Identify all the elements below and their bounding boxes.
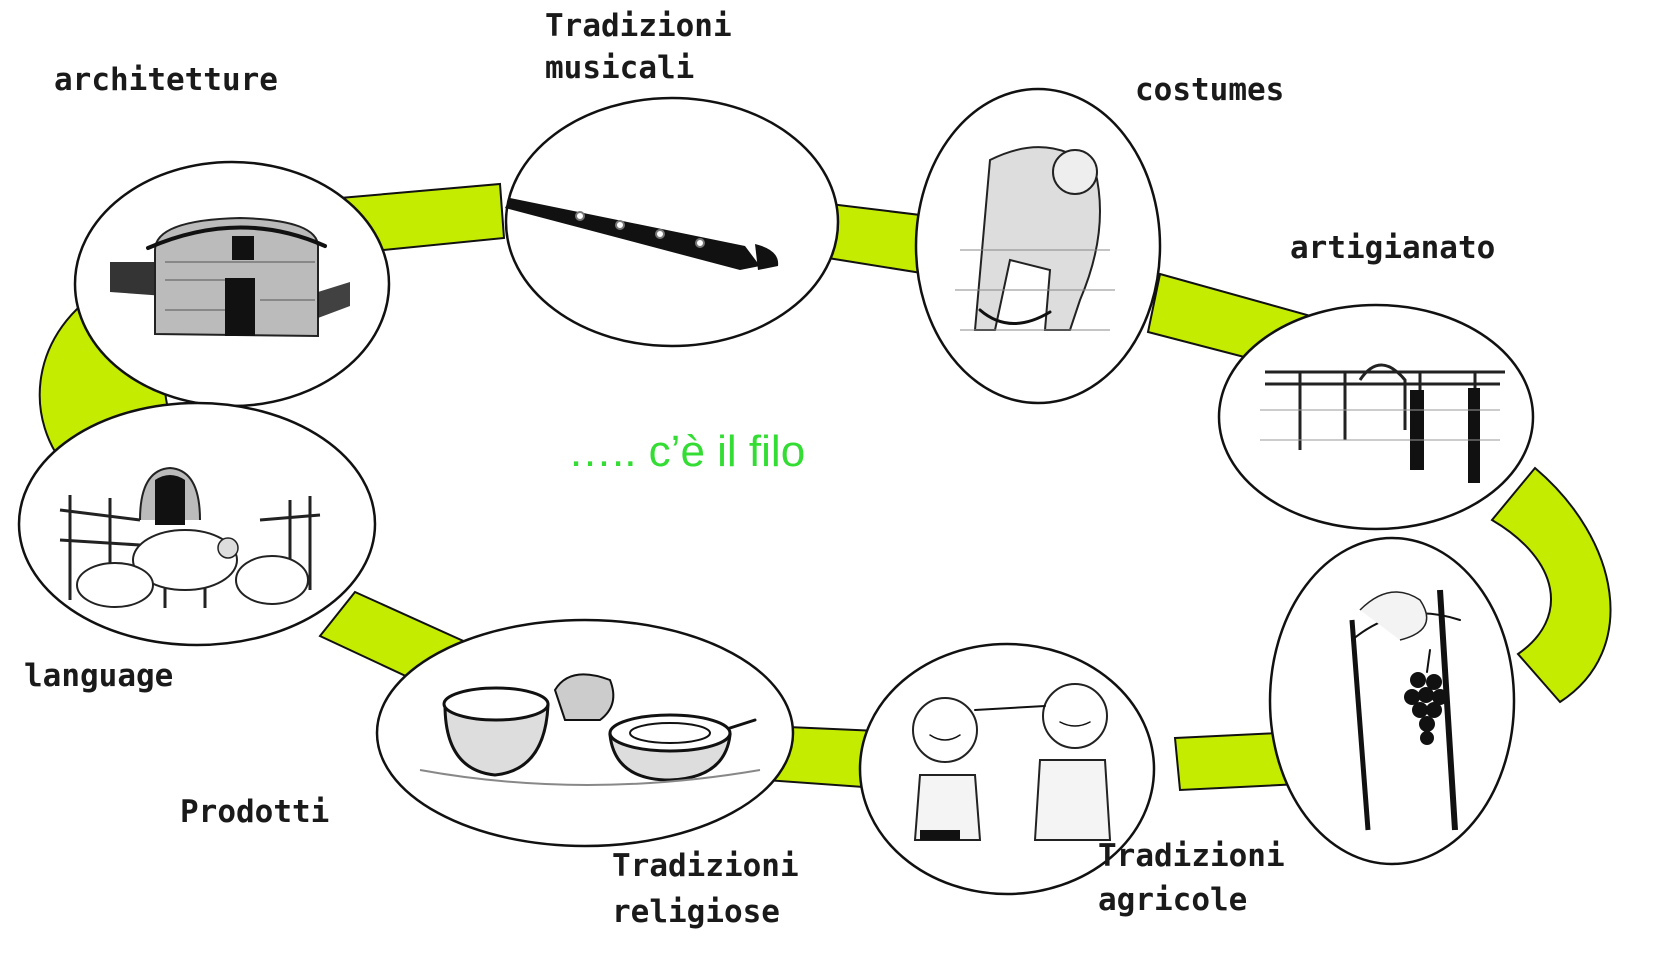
label-religiose: Tradizioni religiose [612,848,817,930]
label-artigianato: artigianato [1290,230,1495,266]
node-musicali [505,98,838,346]
node-artigianato [1219,305,1533,529]
label-language: language [24,658,173,694]
node-architetture [75,162,389,406]
node-prodotti [377,620,793,846]
node-agricole [1270,538,1514,864]
node-costumes [916,89,1160,403]
label-architetture: architetture [54,62,278,98]
node-language [19,403,375,645]
label-costumes: costumes [1135,72,1284,108]
label-musicali: Tradizioni musicali [545,8,750,86]
label-prodotti: Prodotti [180,794,329,830]
center-caption: ….. c’è il filo [568,427,805,476]
label-agricole: Tradizioni agricole [1098,838,1303,918]
